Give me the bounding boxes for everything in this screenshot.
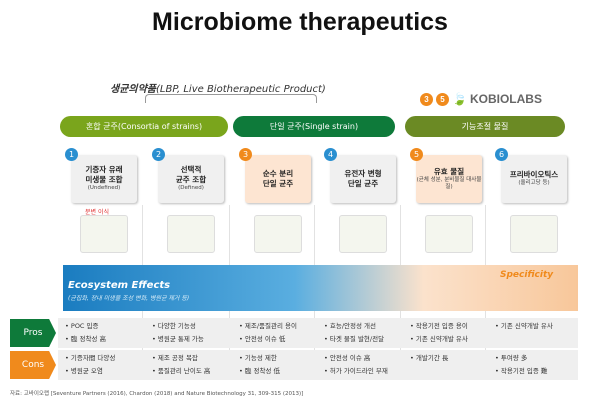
card-title: 선택적: [180, 165, 202, 175]
card-title: 유전자 변형: [344, 168, 382, 178]
cons-item: • 품질관리 난이도 高: [152, 367, 211, 375]
cons-tag: Cons: [10, 351, 56, 379]
number-badge: 5: [410, 148, 423, 161]
card-note: (Defined): [178, 185, 204, 192]
microbe-illustration: [254, 215, 302, 253]
card-title: 순수 분리: [262, 168, 294, 178]
cons-item: • 병원균 오염: [65, 367, 103, 375]
cons-item: • 안전성 이슈 高: [324, 354, 371, 362]
pros-cell: • 효능/안정성 개선 • 타겟 물질 발현/전달: [324, 320, 408, 346]
number-badge: 6: [495, 148, 508, 161]
subtitle-bold: 생균의약품: [110, 84, 156, 95]
card-title-2: 단일 균주: [347, 179, 379, 188]
card-title: 기증자 유래: [85, 165, 123, 175]
specificity-label: Specificity: [500, 270, 554, 280]
microbe-illustration: [80, 215, 128, 253]
effects-gradient-band: [63, 265, 578, 311]
pros-item: • 작용기전 입증 용이: [410, 322, 468, 330]
pros-cell: • 작용기전 입증 용이 • 기존 신약개발 유사: [410, 320, 494, 346]
pros-item: • 제조/품질관리 용이: [239, 322, 297, 330]
cons-item: • 기증자間 다양성: [65, 354, 116, 362]
number-badge: 2: [152, 148, 165, 161]
card-title-2: 단일 균주: [262, 179, 294, 188]
category-single-strain: 단일 균주(Single strain): [233, 116, 395, 137]
pros-tag: Pros: [10, 319, 56, 347]
badge: 5: [436, 92, 449, 106]
cons-item: • 개발기간 長: [410, 354, 449, 362]
cons-cell: • 안전성 이슈 高 • 허가 가이드라인 부재: [324, 352, 408, 378]
card-title: 유효 물질: [433, 166, 465, 176]
cons-row: [58, 350, 578, 380]
category-modulators: 기능조절 물질: [405, 116, 565, 137]
type-card: 순수 분리 단일 균주: [245, 155, 311, 203]
pros-item: • 기존 신약개발 유사: [495, 322, 553, 330]
number-badge: 1: [65, 148, 78, 161]
subtitle-rest: (LBP, Live Biotherapeutic Product): [156, 84, 326, 95]
pros-cell: • 제조/품질관리 용이 • 안전성 이슈 低: [239, 320, 323, 346]
pros-item: • 타겟 물질 발현/전달: [324, 335, 385, 343]
card-title-2: 균주 조합: [175, 175, 207, 185]
cons-item: • 기능성 제한: [239, 354, 277, 362]
pros-item: • POC 입증: [65, 322, 99, 330]
cons-item: • 제조 공정 복잡: [152, 354, 198, 362]
page-title: Microbiome therapeutics: [152, 8, 448, 36]
type-card: 선택적 균주 조합 (Defined): [158, 155, 224, 203]
brace-divider: [145, 94, 317, 103]
logo-text: KOBIOLABS: [469, 92, 542, 106]
cons-cell: • 제조 공정 복잡 • 품질관리 난이도 高: [152, 352, 236, 378]
category-consortia: 혼합 균주(Consortia of strains): [60, 116, 228, 137]
ecosystem-effects-label: Ecosystem Effects: [68, 280, 171, 291]
badge: 3: [420, 92, 433, 106]
source-note: 자료: 고바이오랩 [Seventure Partners (2016), Ch…: [10, 391, 304, 397]
ecosystem-effects-note: (균집화, 장내 미생물 조성 변화, 병원균 제거 등): [68, 295, 190, 302]
cons-cell: • 투여량 多 • 작용기전 입증 難: [495, 352, 579, 378]
pic-label: 분변 이식: [85, 209, 109, 216]
cons-item: • 허가 가이드라인 부재: [324, 367, 388, 375]
pros-cell: • 기존 신약개발 유사: [495, 320, 579, 333]
cons-cell: • 기능성 제한 • 臨 정착성 低: [239, 352, 323, 378]
cons-item: • 투여량 多: [495, 354, 528, 362]
microbe-illustration: [339, 215, 387, 253]
pros-item: • 기존 신약개발 유사: [410, 335, 468, 343]
pros-item: • 효능/안정성 개선: [324, 322, 377, 330]
card-title-2: 미생물 조합: [85, 175, 123, 185]
leaf-icon: 🍃: [452, 92, 467, 106]
microbe-illustration: [425, 215, 473, 253]
kobiolabs-logo: 3 5 🍃 KOBIOLABS: [420, 92, 542, 106]
card-note: (Undefined): [87, 185, 121, 192]
pros-row: [58, 318, 578, 348]
card-note: (올리고당 등): [518, 180, 550, 187]
pros-item: • 臨 정착성 高: [65, 335, 106, 343]
pros-cell: • POC 입증 • 臨 정착성 高: [65, 320, 149, 346]
number-badge: 4: [324, 148, 337, 161]
type-card: 유효 물질 (균체 성분, 분비물질 대사물질): [416, 155, 482, 203]
type-card: 기증자 유래 미생물 조합 (Undefined): [71, 155, 137, 203]
cons-cell: • 기증자間 다양성 • 병원균 오염: [65, 352, 149, 378]
card-title: 프리바이오틱스: [509, 170, 559, 180]
pros-item: • 안전성 이슈 低: [239, 335, 286, 343]
cons-cell: • 개발기간 長: [410, 352, 494, 365]
cons-item: • 臨 정착성 低: [239, 367, 280, 375]
pros-cell: • 다양한 기능성 • 병원균 통제 가능: [152, 320, 236, 346]
number-badge: 3: [239, 148, 252, 161]
pros-item: • 다양한 기능성: [152, 322, 196, 330]
subtitle: 생균의약품(LBP, Live Biotherapeutic Product): [110, 80, 326, 95]
microbe-illustration: [510, 215, 558, 253]
type-card: 유전자 변형 단일 균주: [330, 155, 396, 203]
card-note: (균체 성분, 분비물질 대사물질): [416, 176, 482, 191]
cons-item: • 작용기전 입증 難: [495, 367, 548, 375]
type-card: 프리바이오틱스 (올리고당 등): [501, 155, 567, 203]
microbe-illustration: [167, 215, 215, 253]
pros-item: • 병원균 통제 가능: [152, 335, 204, 343]
